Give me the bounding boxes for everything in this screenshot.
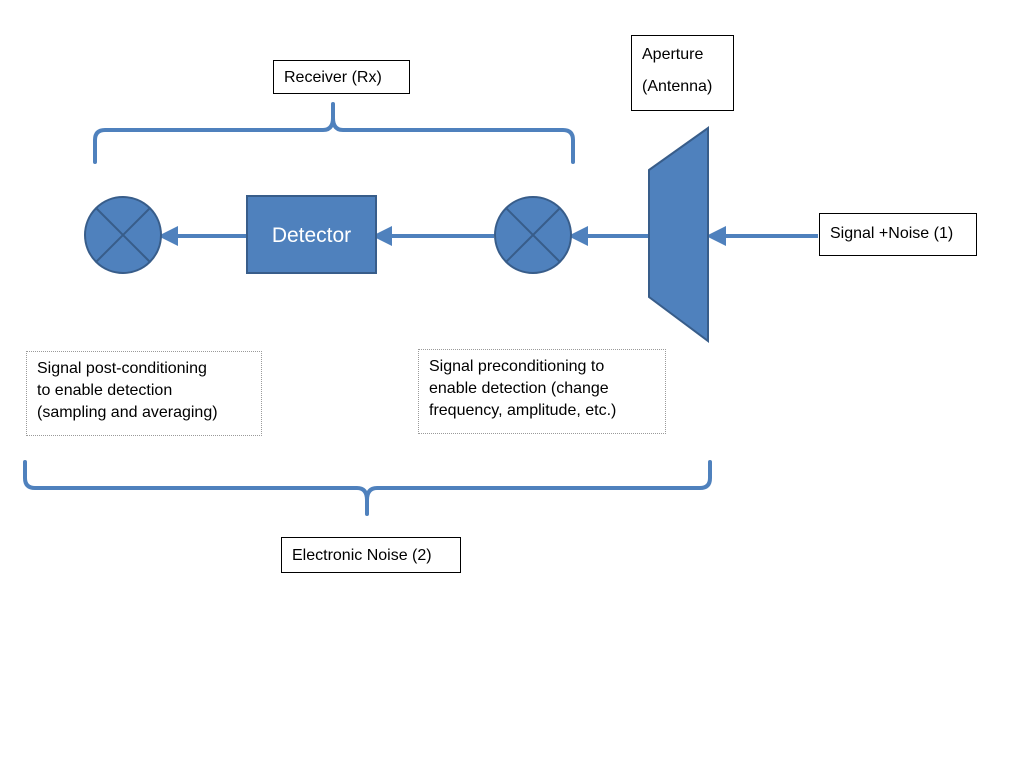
electronic-noise-bracket xyxy=(23,460,712,516)
electronic-noise-label: Electronic Noise (2) xyxy=(281,537,461,573)
postconditioning-mixer-icon xyxy=(84,196,162,274)
detector-block: Detector xyxy=(246,195,377,274)
preconditioning-mixer-icon xyxy=(494,196,572,274)
aperture-label-line2: (Antenna) xyxy=(642,78,713,95)
aperture-label-line1: Aperture xyxy=(642,46,704,63)
pre-conditioning-note: Signal preconditioning to enable detecti… xyxy=(418,349,666,434)
post-conditioning-note-line1: Signal post-conditioning xyxy=(37,360,207,377)
aperture-label: Aperture (Antenna) xyxy=(631,35,734,111)
post-conditioning-note-line3: (sampling and averaging) xyxy=(37,404,218,421)
post-conditioning-note-line2: to enable detection xyxy=(37,382,173,399)
pre-conditioning-note-line2: enable detection (change xyxy=(429,380,609,397)
pre-conditioning-note-line1: Signal preconditioning to xyxy=(429,358,605,375)
receiver-label-text: Receiver (Rx) xyxy=(284,69,382,86)
detector-label: Detector xyxy=(272,224,351,247)
electronic-noise-label-text: Electronic Noise (2) xyxy=(292,547,432,564)
receiver-label: Receiver (Rx) xyxy=(273,60,410,94)
signal-noise-label: Signal +Noise (1) xyxy=(819,213,977,256)
pre-conditioning-note-line3: frequency, amplitude, etc.) xyxy=(429,402,617,419)
aperture-antenna-shape xyxy=(648,126,709,343)
receiver-bracket xyxy=(93,102,575,164)
post-conditioning-note: Signal post-conditioning to enable detec… xyxy=(26,351,262,436)
signal-noise-label-text: Signal +Noise (1) xyxy=(830,225,954,242)
